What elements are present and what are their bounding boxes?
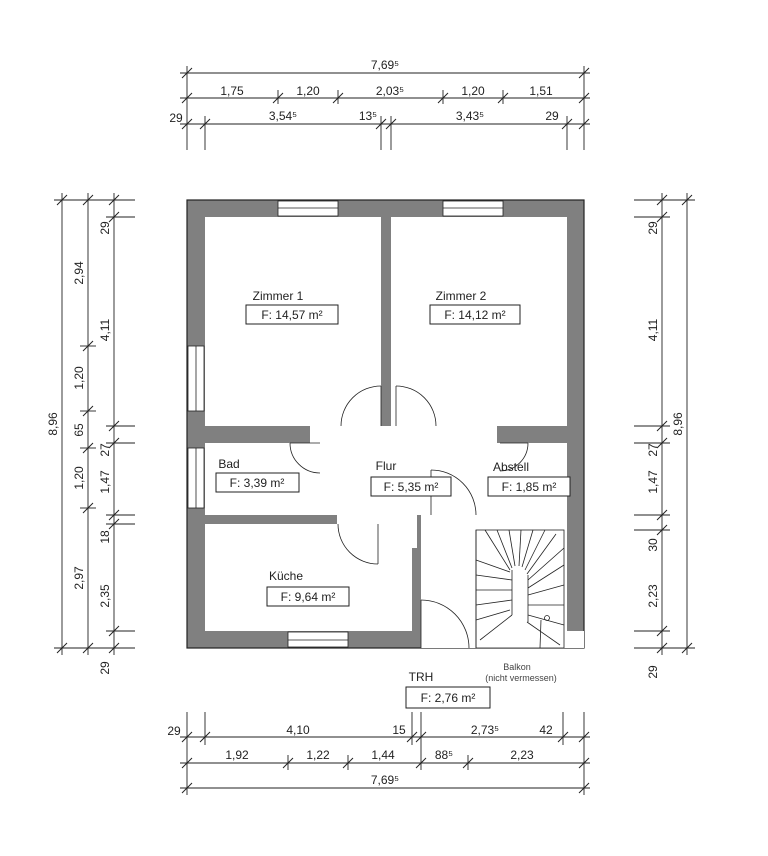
room-area-kueche: F: 9,64 m² xyxy=(281,590,336,604)
dim-bottom-row1-1: 29 xyxy=(167,724,181,738)
dim-left-outer-1: 2,94 xyxy=(72,261,86,285)
left-dimensions xyxy=(54,193,135,655)
room-name-trh: TRH xyxy=(409,670,434,684)
dim-right-inner-3: 27 xyxy=(646,443,660,457)
dim-bottom-row2-5: 2,23 xyxy=(510,748,534,762)
dim-top-row2-3: 2,03⁵ xyxy=(376,84,404,98)
dim-bottom-row1-4: 2,73⁵ xyxy=(471,723,499,737)
dim-top-row3-4: 3,43⁵ xyxy=(456,109,484,123)
dim-top-row3-5: 29 xyxy=(545,109,559,123)
area-box-zimmer-1 xyxy=(245,304,339,325)
room-area-zimmer-1: F: 14,57 m² xyxy=(261,308,322,322)
dim-top-row2-1: 1,75 xyxy=(220,84,244,98)
dim-bottom-row2-1: 1,92 xyxy=(225,748,249,762)
dim-bottom-total: 7,69⁵ xyxy=(371,773,399,787)
dim-top-row3-2: 3,54⁵ xyxy=(269,109,297,123)
dim-right-inner-7: 29 xyxy=(646,665,660,679)
room-name-flur: Flur xyxy=(376,459,397,473)
dim-top-row3-3: 13⁵ xyxy=(359,109,377,123)
dim-bottom-row1-2: 4,10 xyxy=(286,723,310,737)
dim-right-inner-4: 1,47 xyxy=(646,470,660,494)
dim-bottom-row1-3: 15 xyxy=(392,723,406,737)
staircase xyxy=(475,529,565,649)
dim-left-inner-3: 27 xyxy=(98,443,112,457)
balkon-note: (nicht vermessen) xyxy=(485,673,557,683)
dim-left-inner-7: 29 xyxy=(98,661,112,675)
walls xyxy=(186,199,585,649)
dim-right-inner-6: 2,23 xyxy=(646,584,660,608)
windows xyxy=(187,200,504,648)
area-box-flur xyxy=(370,476,452,497)
dim-left-inner-4: 1,47 xyxy=(98,470,112,494)
dim-top-row2-4: 1,20 xyxy=(461,84,485,98)
dim-bottom-row2-2: 1,22 xyxy=(306,748,330,762)
dim-left-outer-5: 2,97 xyxy=(72,566,86,590)
dim-left-inner-2: 4,11 xyxy=(98,318,112,341)
dim-left-total: 8,96 xyxy=(46,412,60,436)
right-dimensions xyxy=(634,193,695,655)
dim-top-total: 7,69⁵ xyxy=(371,58,399,72)
dim-left-inner-1: 29 xyxy=(98,221,112,235)
area-box-abstell xyxy=(487,476,571,497)
room-area-trh: F: 2,76 m² xyxy=(421,691,476,705)
dim-right-inner-5: 30 xyxy=(646,538,660,552)
bottom-dimensions xyxy=(180,712,590,795)
room-name-zimmer-1: Zimmer 1 xyxy=(253,289,304,303)
dim-left-outer-2: 1,20 xyxy=(72,366,86,390)
dim-left-outer-3: 65 xyxy=(72,423,86,437)
room-area-abstell: F: 1,85 m² xyxy=(502,480,557,494)
dim-left-inner-5: 18 xyxy=(98,530,112,544)
dim-bottom-row2-4: 88⁵ xyxy=(435,748,453,762)
dim-top-row2-2: 1,20 xyxy=(296,84,320,98)
dim-right-inner-1: 29 xyxy=(646,221,660,235)
dim-top-row2-5: 1,51 xyxy=(529,84,553,98)
doors xyxy=(289,385,529,649)
room-area-flur: F: 5,35 m² xyxy=(384,480,439,494)
room-area-bad: F: 3,39 m² xyxy=(230,476,285,490)
room-name-abstell: Abstell xyxy=(493,460,529,474)
area-box-bad xyxy=(215,472,300,493)
dim-right-total: 8,96 xyxy=(671,412,685,436)
room-name-kueche: Küche xyxy=(269,569,303,583)
room-name-bad: Bad xyxy=(218,457,239,471)
top-dimensions xyxy=(180,66,590,150)
dim-top-row3-1: 29 xyxy=(169,111,183,125)
dim-bottom-row1-5: 42 xyxy=(539,723,553,737)
dim-left-outer-4: 1,20 xyxy=(72,466,86,490)
area-box-trh xyxy=(405,686,491,709)
balkon-label: Balkon xyxy=(503,662,531,672)
room-area-zimmer-2: F: 14,12 m² xyxy=(444,308,505,322)
dim-left-inner-6: 2,35 xyxy=(98,584,112,608)
dim-right-inner-2: 4,11 xyxy=(646,318,660,341)
area-box-kueche xyxy=(266,586,350,607)
room-name-zimmer-2: Zimmer 2 xyxy=(436,289,487,303)
area-box-zimmer-2 xyxy=(429,304,521,325)
dim-bottom-row2-3: 1,44 xyxy=(371,748,395,762)
